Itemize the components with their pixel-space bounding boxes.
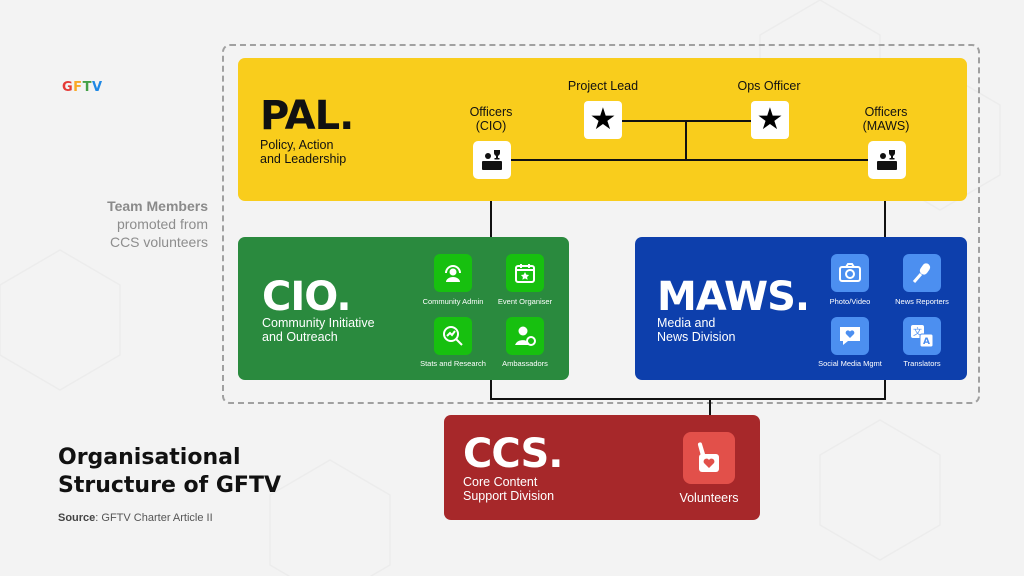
raised-hand-heart-icon — [683, 432, 735, 484]
project-lead-label: Project Lead — [567, 79, 639, 93]
source-citation: Source: GFTV Charter Article II — [58, 512, 213, 524]
pal-connector-stem — [685, 120, 687, 160]
pal-title: PAL. — [260, 93, 354, 139]
role-translators: Translators — [903, 359, 941, 368]
source-text: : GFTV Charter Article II — [95, 512, 213, 524]
svg-text:文: 文 — [913, 326, 922, 338]
team-members-note: Team Members promoted from CCS volunteer… — [60, 197, 208, 251]
connector-cio-bottom — [490, 378, 492, 400]
calendar-star-icon — [506, 254, 544, 292]
connector-to-ccs — [709, 398, 711, 416]
pal-connector-officers — [500, 159, 885, 161]
maws-subtitle: Media and News Division — [657, 316, 736, 344]
role-stats-and-research: Stats and Research — [420, 359, 486, 368]
role-news-reporters: News Reporters — [895, 297, 949, 306]
project-lead-star-icon: ★ — [584, 101, 622, 139]
cio-subtitle: Community Initiative and Outreach — [262, 316, 375, 344]
svg-text:A: A — [923, 337, 930, 347]
connector-bottom-horizontal — [490, 398, 886, 400]
headset-icon — [434, 254, 472, 292]
chart-magnifier-icon — [434, 317, 472, 355]
pal-subtitle: Policy, Action and Leadership — [260, 138, 347, 166]
translate-icon: 文 A — [903, 317, 941, 355]
role-photo-video: Photo/Video — [829, 297, 871, 306]
team-note-rest: promoted from CCS volunteers — [109, 216, 208, 250]
officers-maws-label: Officers (MAWS) — [862, 105, 910, 133]
ops-officer-label: Ops Officer — [737, 79, 801, 93]
camera-icon — [831, 254, 869, 292]
ccs-box: CCS. Core Content Support Division Volun… — [444, 415, 760, 520]
page-title: Organisational Structure of GFTV — [58, 445, 281, 498]
maws-title: MAWS. — [657, 274, 810, 320]
role-ambassadors: Ambassadors — [502, 359, 548, 368]
ops-officer-star-icon: ★ — [751, 101, 789, 139]
ccs-title: CCS. — [463, 431, 563, 477]
role-community-admin: Community Admin — [422, 297, 484, 306]
cio-title: CIO. — [262, 274, 352, 320]
source-label: Source — [58, 512, 96, 524]
volunteers-label: Volunteers — [679, 491, 739, 505]
connector-maws-down — [884, 178, 886, 238]
role-event-organiser: Event Organiser — [497, 297, 553, 306]
team-note-strong: Team Members — [107, 198, 208, 214]
role-social-media-mgmt: Social Media Mgmt — [818, 359, 882, 368]
cio-box: CIO. Community Initiative and Outreach C… — [238, 237, 569, 380]
connector-cio-down — [490, 178, 492, 238]
gftv-logo: GFTV — [62, 80, 103, 95]
person-badge-icon — [506, 317, 544, 355]
officers-cio-label: Officers (CIO) — [469, 105, 513, 133]
connector-maws-bottom — [884, 378, 886, 400]
ccs-subtitle: Core Content Support Division — [463, 475, 555, 503]
officer-maws-podium-icon — [868, 141, 906, 179]
maws-box: MAWS. Media and News Division Photo/Vide… — [635, 237, 967, 380]
pal-connector-leads — [622, 120, 752, 122]
pal-box: PAL. Policy, Action and Leadership Offic… — [238, 58, 967, 201]
promoted-members-frame — [222, 44, 980, 404]
microphone-icon — [903, 254, 941, 292]
heart-chat-icon — [831, 317, 869, 355]
officer-cio-podium-icon — [473, 141, 511, 179]
